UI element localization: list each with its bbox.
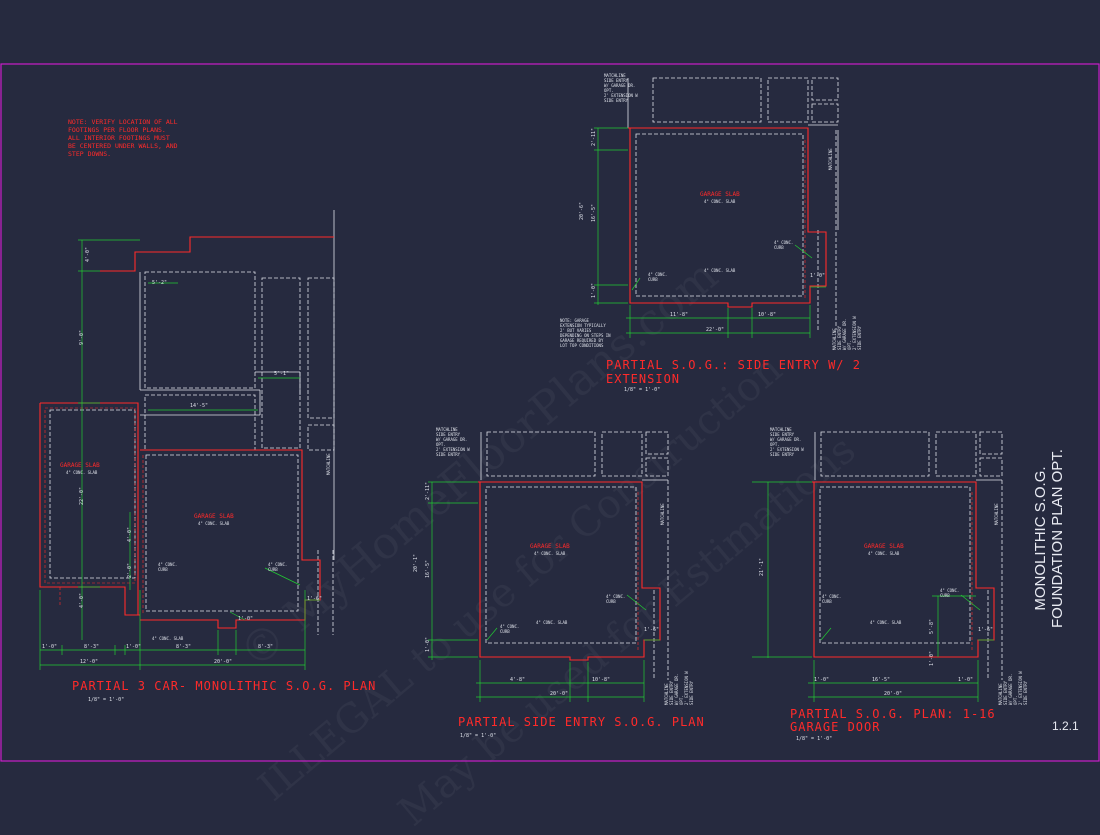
matchline-note: MATCHLINE SIDE ENTRY W/ GARAGE DR. OPT. … [436,427,470,457]
curb-note-2: 4" CONC. CURB [774,240,794,250]
dim-label: 5'-2" [152,280,168,286]
curb-note-1: 4" CONC. CURB [500,624,520,634]
slab-sub: 4" CONC. SLAB [868,551,900,556]
plan-scale-sixteen-door: 1/8" = 1'-0" [796,736,833,742]
dim-label: 1'-0" [929,650,935,666]
plan-scale-side-entry-ext: 1/8" = 1'-0" [624,387,661,393]
curb-note-2: 4" CONC. CURB [268,562,288,572]
slab-label-left: GARAGE SLAB [60,462,100,469]
dim-label: 1'-0" [958,677,974,683]
slab-note-bottom: 4" CONC. SLAB [870,620,902,625]
dim-label: 20'-0" [884,691,903,697]
dim-label: 4'-0" [127,526,133,542]
dim-label: 8'-3" [176,644,192,650]
plan-three-car [39,210,335,670]
extension-note: NOTE: GARAGE EXTENSION TYPICALLY 2' BUT … [560,318,611,348]
matchline-label: MATCHLINE [994,503,999,525]
dim-label: 20'-0" [214,659,233,665]
dim-label: 20'-6" [579,201,585,220]
dim-label: 16'-5" [872,677,891,683]
dim-label: 2'-11" [425,481,431,500]
dim-label: 4'-0" [79,592,85,608]
dim-label: 22'-0" [706,327,725,333]
slab-label: GARAGE SLAB [864,543,904,550]
dim-label: 10'-8" [592,677,611,683]
plan-scale-three-car: 1/8" = 1'-0" [88,697,125,703]
plan-sixteen-door [752,431,1003,702]
plan-side-entry [428,431,669,702]
dim-label: 8'-3" [84,644,100,650]
dim-label: 8'-3" [258,644,274,650]
dim-label: 5'-8" [929,618,935,634]
dim-label: 11'-8" [670,312,689,318]
slab-label: GARAGE SLAB [700,191,740,198]
matchline-note-vertical: MATCHLINE SIDE ENTRY W/ GARAGE DR. OPT. … [998,671,1028,705]
sheet-border [0,63,1100,762]
dim-label: 1'-6" [644,627,660,633]
matchline-label: MATCHLINE [326,453,331,475]
dim-label: 1'-0" [238,616,254,622]
slab-label-main: GARAGE SLAB [194,513,234,520]
plan-title-side-entry: PARTIAL SIDE ENTRY S.O.G. PLAN [458,715,705,729]
dim-label: 1'-6" [978,627,994,633]
dim-label: 9'-0" [79,329,85,345]
dim-label: 2'-0" [127,562,133,578]
dim-label: 2'-11" [591,127,597,146]
general-note: NOTE: VERIFY LOCATION OF ALL FOOTINGS PE… [68,118,178,158]
dim-label: 1'-0" [126,644,142,650]
plan-side-entry-ext [594,77,839,338]
slab-note-bottom: 4" CONC. SLAB [704,268,736,273]
slab-sub: 4" CONC. SLAB [534,551,566,556]
matchline-note-vertical: MATCHLINE SIDE ENTRY W/ GARAGE DR. OPT. … [664,671,694,705]
curb-note-2: 4" CONC. CURB [606,594,626,604]
dim-label: 20'-1" [413,553,419,572]
slab-note-bottom: 4" CONC. SLAB [152,636,184,641]
dim-label: 20'-0" [550,691,569,697]
dim-label: 4'-0" [85,246,91,262]
curb-note-1: 4" CONC. CURB [822,594,842,604]
dim-label: 22'-0" [79,486,85,505]
plan-title-three-car: PARTIAL 3 CAR- MONOLITHIC S.O.G. PLAN [72,679,377,693]
dim-label: 5'-1" [274,371,290,377]
dim-label: 16'-5" [591,203,597,222]
matchline-note-vertical: MATCHLINE SIDE ENTRY W/ GARAGE DR. OPT. … [832,316,862,350]
dim-label: 12'-0" [80,659,99,665]
matchline-label: MATCHLINE [828,148,833,170]
slab-sub-left: 4" CONC. SLAB [66,470,98,475]
dim-label: 1'-0" [591,282,597,298]
dim-label: 10'-8" [758,312,777,318]
matchline-label: MATCHLINE [660,503,665,525]
dim-label: 1'-0" [810,273,826,279]
matchline-note: MATCHLINE SIDE ENTRY W/ GARAGE DR. OPT. … [604,73,638,103]
dim-label: 14'-5" [190,403,209,409]
dim-label: 1'-6" [307,596,323,602]
dim-label: 1'-0" [425,636,431,652]
plan-scale-side-entry: 1/8" = 1'-0" [460,733,497,739]
plan-title-side-entry-ext: PARTIAL S.O.G.: SIDE ENTRY W/ 2 EXTENSIO… [606,358,861,386]
dim-label: 4'-8" [510,677,526,683]
slab-sub-main: 4" CONC. SLAB [198,521,230,526]
matchline-note: MATCHLINE SIDE ENTRY W/ GARAGE DR. OPT. … [770,427,804,457]
page-number: 1.2.1 [1052,719,1079,733]
dim-label: 1'-0" [814,677,830,683]
sheet-title: MONOLITHIC S.O.G. FOUNDATION PLAN OPT. [1032,449,1066,628]
plan-title-sixteen-door: PARTIAL S.O.G. PLAN: 1-16 GARAGE DOOR [790,707,996,734]
curb-note-1: 4" CONC. CURB [158,562,178,572]
dim-label: 16'-5" [425,559,431,578]
slab-label: GARAGE SLAB [530,543,570,550]
dim-label: 1'-0" [42,644,58,650]
slab-note-bottom: 4" CONC. SLAB [536,620,568,625]
curb-note-2: 4" CONC. CURB [940,588,960,598]
curb-note-1: 4" CONC. CURB [648,272,668,282]
dim-label: 21'-1" [759,557,765,576]
slab-sub: 4" CONC. SLAB [704,199,736,204]
